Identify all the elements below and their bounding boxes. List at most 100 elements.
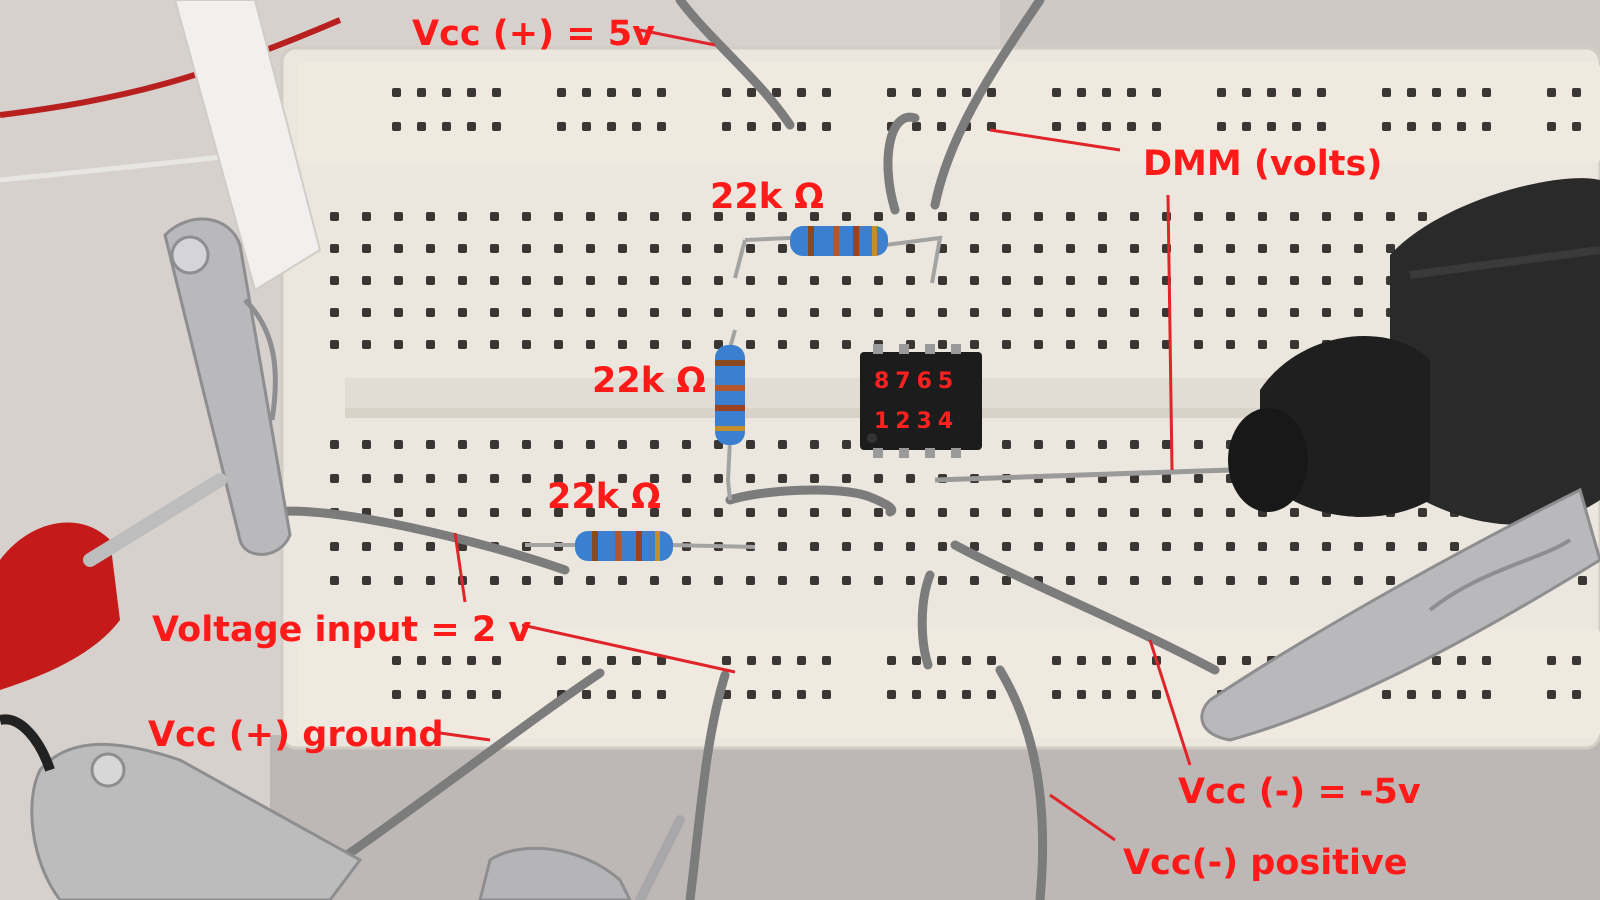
breadboard-hole <box>426 576 435 585</box>
breadboard-hole <box>797 656 806 665</box>
breadboard-hole <box>1152 122 1161 131</box>
ic-chip: 8765 1234 <box>860 344 982 458</box>
breadboard-hole <box>778 508 787 517</box>
breadboard-hole <box>747 88 756 97</box>
breadboard-hole <box>650 276 659 285</box>
breadboard-hole <box>1432 88 1441 97</box>
breadboard-hole <box>362 308 371 317</box>
breadboard-hole <box>657 690 666 699</box>
breadboard-hole <box>937 122 946 131</box>
breadboard-hole <box>330 276 339 285</box>
breadboard-hole <box>426 244 435 253</box>
breadboard-hole <box>1450 542 1459 551</box>
breadboard-hole <box>650 508 659 517</box>
breadboard-hole <box>1258 212 1267 221</box>
breadboard-hole <box>714 474 723 483</box>
breadboard-hole <box>1242 88 1251 97</box>
breadboard-hole <box>1194 576 1203 585</box>
breadboard-hole <box>362 542 371 551</box>
breadboard-hole <box>1578 576 1587 585</box>
breadboard-hole <box>362 212 371 221</box>
breadboard-hole <box>1290 542 1299 551</box>
breadboard-hole <box>458 276 467 285</box>
breadboard-hole <box>650 308 659 317</box>
breadboard-hole <box>682 276 691 285</box>
breadboard-hole <box>1258 276 1267 285</box>
breadboard-hole <box>586 440 595 449</box>
breadboard-hole <box>1034 244 1043 253</box>
breadboard-hole <box>1457 690 1466 699</box>
breadboard-hole <box>362 276 371 285</box>
breadboard-hole <box>1162 542 1171 551</box>
breadboard-hole <box>362 440 371 449</box>
breadboard-hole <box>1572 656 1581 665</box>
breadboard-hole <box>1547 690 1556 699</box>
breadboard-hole <box>426 474 435 483</box>
label-vcc-neg: Vcc (-) = -5v <box>1178 772 1421 812</box>
breadboard-hole <box>1066 576 1075 585</box>
breadboard-hole <box>874 576 883 585</box>
breadboard-hole <box>586 576 595 585</box>
breadboard-hole <box>1102 122 1111 131</box>
breadboard-hole <box>938 276 947 285</box>
breadboard-hole <box>1290 576 1299 585</box>
breadboard-hole <box>1217 122 1226 131</box>
breadboard-hole <box>874 276 883 285</box>
breadboard-hole <box>1572 88 1581 97</box>
breadboard-hole <box>1290 276 1299 285</box>
breadboard-hole <box>330 212 339 221</box>
breadboard-hole <box>1077 88 1086 97</box>
breadboard-hole <box>490 340 499 349</box>
breadboard-hole <box>362 576 371 585</box>
breadboard-hole <box>874 212 883 221</box>
breadboard-hole <box>394 276 403 285</box>
breadboard-hole <box>394 440 403 449</box>
breadboard-hole <box>912 656 921 665</box>
breadboard-hole <box>714 244 723 253</box>
breadboard-hole <box>554 276 563 285</box>
breadboard-hole <box>490 440 499 449</box>
breadboard-hole <box>772 122 781 131</box>
breadboard-hole <box>1432 656 1441 665</box>
label-voltage-input: Voltage input = 2 v <box>152 610 531 650</box>
breadboard-hole <box>650 440 659 449</box>
breadboard-hole <box>522 244 531 253</box>
breadboard-hole <box>632 690 641 699</box>
breadboard-hole <box>1457 88 1466 97</box>
breadboard-hole <box>722 122 731 131</box>
breadboard-hole <box>682 308 691 317</box>
breadboard-hole <box>1322 308 1331 317</box>
breadboard-hole <box>330 244 339 253</box>
breadboard-hole <box>458 244 467 253</box>
breadboard-hole <box>417 690 426 699</box>
breadboard-hole <box>394 576 403 585</box>
breadboard-hole <box>426 276 435 285</box>
alligator-clip-left <box>163 217 292 556</box>
breadboard-hole <box>1052 88 1061 97</box>
breadboard-hole <box>1194 308 1203 317</box>
breadboard-hole <box>1547 88 1556 97</box>
breadboard-hole <box>1002 508 1011 517</box>
breadboard-hole <box>1034 440 1043 449</box>
breadboard-hole <box>1002 244 1011 253</box>
breadboard-hole <box>618 212 627 221</box>
breadboard-hole <box>1066 542 1075 551</box>
breadboard-hole <box>586 244 595 253</box>
breadboard-hole <box>1386 244 1395 253</box>
breadboard-hole <box>938 308 947 317</box>
breadboard-hole <box>1194 440 1203 449</box>
breadboard-hole <box>442 690 451 699</box>
breadboard-hole <box>1098 508 1107 517</box>
breadboard-hole <box>1258 542 1267 551</box>
breadboard-hole <box>1290 308 1299 317</box>
breadboard-hole <box>682 440 691 449</box>
breadboard-hole <box>970 212 979 221</box>
breadboard-hole <box>632 656 641 665</box>
breadboard-hole <box>1382 88 1391 97</box>
breadboard-hole <box>1002 542 1011 551</box>
resistor-top <box>790 226 888 256</box>
breadboard-hole <box>586 308 595 317</box>
breadboard-hole <box>490 474 499 483</box>
breadboard-hole <box>842 276 851 285</box>
breadboard-hole <box>442 122 451 131</box>
